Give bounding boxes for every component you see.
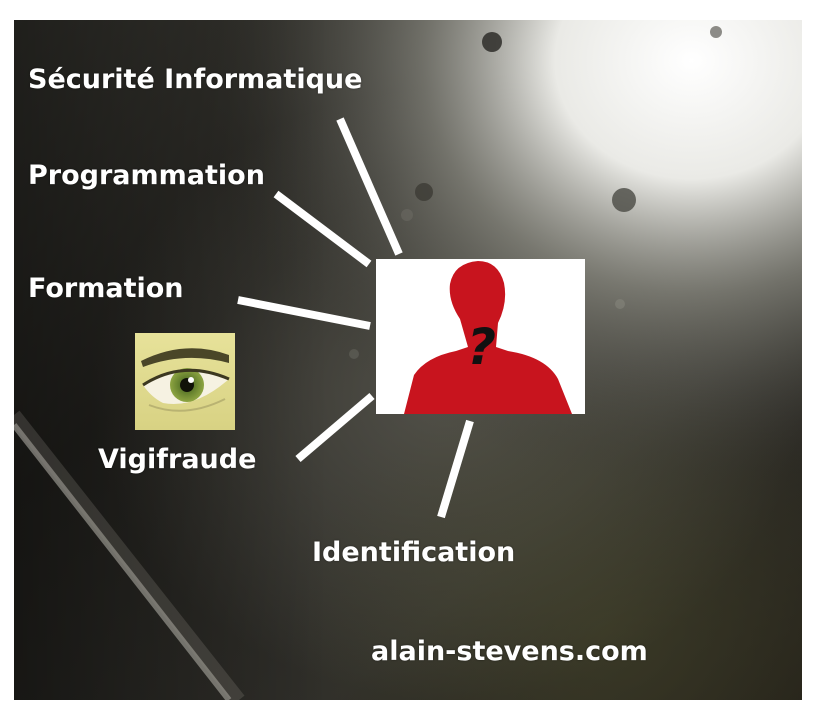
topic-programmation: Programmation bbox=[28, 160, 265, 191]
vigifraude-eye-image bbox=[135, 333, 235, 430]
eye-icon bbox=[135, 333, 235, 430]
diagram-canvas: ? Séc bbox=[14, 20, 802, 700]
topic-vigifraude: Vigifraude bbox=[98, 444, 257, 475]
connector-lines bbox=[237, 117, 474, 519]
topic-securite-informatique: Sécurité Informatique bbox=[28, 64, 363, 95]
unknown-person-icon: ? bbox=[404, 261, 572, 414]
connector-formation bbox=[237, 296, 371, 330]
connector-programmation bbox=[273, 190, 372, 268]
website-caption: alain-stevens.com bbox=[371, 636, 648, 667]
unknown-person-card: ? bbox=[376, 259, 585, 414]
connector-identification bbox=[437, 419, 474, 519]
topic-identification: Identification bbox=[312, 537, 516, 568]
connector-vigifraude bbox=[295, 392, 375, 463]
question-mark: ? bbox=[467, 318, 496, 376]
connector-securite bbox=[336, 117, 403, 256]
topic-formation: Formation bbox=[28, 273, 184, 304]
